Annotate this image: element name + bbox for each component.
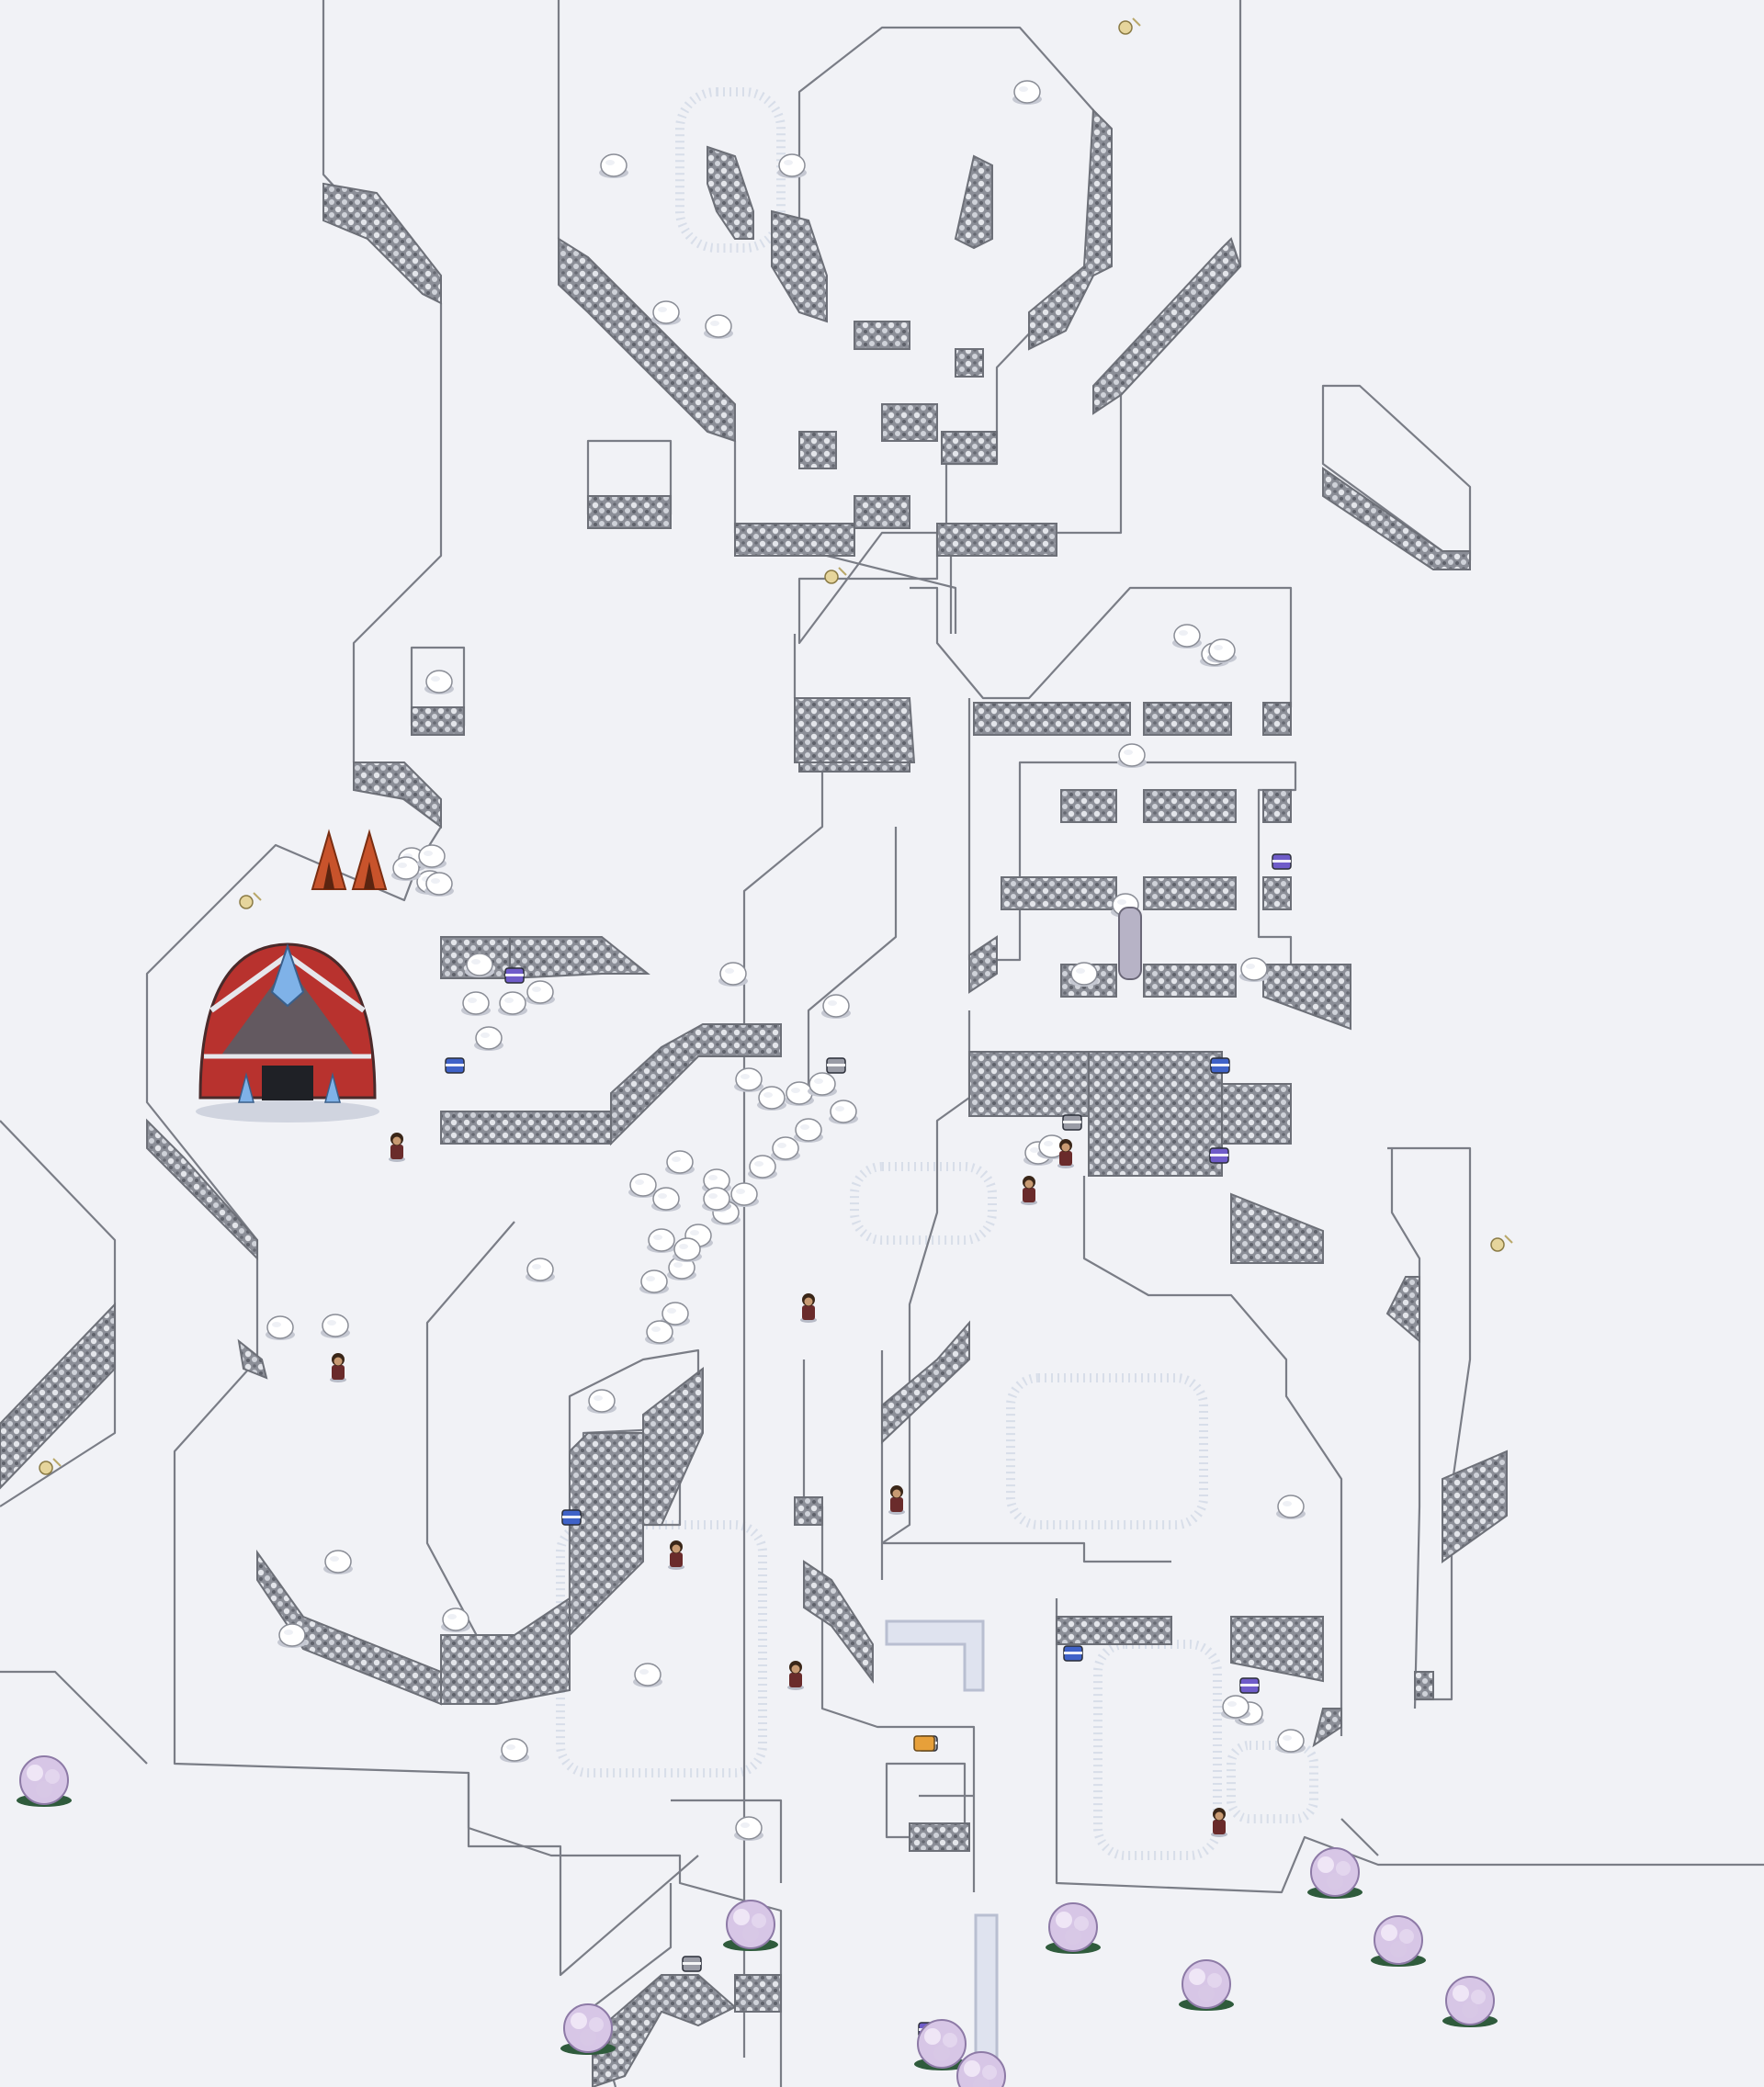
- snow-boulder-icon: [526, 980, 555, 1005]
- snow-boulder-icon: [498, 991, 527, 1016]
- skull-bones-icon: [824, 567, 847, 584]
- item-ball-icon[interactable]: [913, 1735, 935, 1752]
- snow-boulder-icon: [1239, 957, 1269, 982]
- skull-bones-icon: [1118, 17, 1141, 35]
- snow-boulder-icon: [587, 1389, 616, 1414]
- tent-icon: [311, 829, 347, 890]
- snow-boulder-icon: [461, 991, 491, 1016]
- snow-boulder-icon: [734, 1067, 763, 1092]
- snow-boulder-icon: [757, 1086, 786, 1111]
- snow-boulder-icon: [266, 1315, 295, 1340]
- item-ball-icon[interactable]: [1272, 853, 1292, 870]
- item-ball-icon[interactable]: [826, 1057, 846, 1074]
- snow-boulder-icon: [718, 962, 748, 987]
- trainer-sprite-icon[interactable]: [800, 1293, 817, 1323]
- snow-boulders: [266, 80, 1306, 1841]
- item-ball-icon[interactable]: [1209, 1147, 1229, 1164]
- frozen-tree-icon: [1179, 1959, 1234, 2011]
- trainer-sprite-icon[interactable]: [787, 1661, 804, 1690]
- snow-boulder-icon: [729, 1182, 759, 1207]
- trainer-sprite-icon[interactable]: [888, 1485, 905, 1515]
- item-ball-icon[interactable]: [1063, 1645, 1083, 1662]
- cliff-walls: [0, 107, 1508, 2087]
- trainer-sprite-icon[interactable]: [330, 1353, 346, 1382]
- snow-boulder-icon: [633, 1663, 662, 1687]
- snow-boulder-icon: [829, 1100, 858, 1124]
- trainer-sprite-icon[interactable]: [389, 1133, 405, 1162]
- snow-boulder-icon: [465, 953, 494, 977]
- snow-boulder-icon: [639, 1269, 669, 1294]
- skull-bones-icon: [239, 892, 262, 909]
- snow-boulder-icon: [323, 1550, 353, 1574]
- snow-boulder-icon: [734, 1816, 763, 1841]
- item-ball-icon[interactable]: [682, 1956, 702, 1972]
- frozen-ice-paths: [885, 1619, 999, 2087]
- snow-boulder-icon: [1276, 1495, 1306, 1519]
- frozen-tree-icon: [1371, 1915, 1426, 1967]
- snow-boulder-icon: [777, 153, 807, 178]
- snow-boulder-icon: [417, 844, 447, 869]
- trainer-sprite-icon[interactable]: [1211, 1808, 1227, 1837]
- snow-boulder-icon: [748, 1155, 777, 1179]
- snow-boulder-icon: [424, 670, 454, 694]
- snow-boulder-icon: [500, 1738, 529, 1763]
- snow-boulder-icon: [704, 314, 733, 339]
- rock-pillar-icon: [1118, 907, 1142, 980]
- snow-boulder-icon: [474, 1026, 503, 1051]
- snow-boulder-icon: [771, 1136, 800, 1161]
- frozen-tree-icon: [17, 1755, 72, 1807]
- snow-boulder-icon: [628, 1173, 658, 1198]
- frozen-tree-icon: [956, 2051, 1006, 2087]
- snow-boulder-icon: [647, 1228, 676, 1253]
- snow-boulder-icon: [645, 1320, 674, 1345]
- skull-bones-icon: [39, 1458, 62, 1475]
- item-ball-icon[interactable]: [1062, 1114, 1082, 1131]
- snow-boulder-icon: [821, 994, 851, 1019]
- item-ball-icon[interactable]: [445, 1057, 465, 1074]
- snow-boulder-icon: [1172, 624, 1202, 649]
- domed-base-icon[interactable]: [196, 942, 379, 1122]
- item-ball-icon[interactable]: [1239, 1677, 1260, 1694]
- snow-boulder-icon: [673, 1237, 702, 1262]
- frozen-tree-icon: [723, 1900, 778, 1951]
- frozen-tree-icon: [560, 2003, 616, 2055]
- snow-boulder-icon: [651, 1187, 681, 1212]
- snow-boulder-icon: [1012, 80, 1042, 105]
- trainer-sprite-icon[interactable]: [1057, 1139, 1074, 1168]
- item-ball-icon[interactable]: [504, 967, 525, 984]
- snow-boulder-icon: [1221, 1695, 1250, 1720]
- snow-boulder-icon: [424, 872, 454, 897]
- snow-boulder-icon: [599, 153, 628, 178]
- snow-boulder-icon: [808, 1072, 837, 1097]
- frozen-tree-icon: [1046, 1902, 1101, 1954]
- snow-boulder-icon: [665, 1150, 695, 1175]
- snow-boulder-icon: [1276, 1729, 1306, 1754]
- snow-boulder-icon: [441, 1608, 470, 1632]
- snow-boulder-icon: [1207, 638, 1237, 663]
- item-ball-icon[interactable]: [1210, 1057, 1230, 1074]
- item-ball-icon[interactable]: [561, 1509, 582, 1526]
- tent-icon: [351, 829, 388, 890]
- snow-boulder-icon: [651, 300, 681, 325]
- trainer-sprite-icon[interactable]: [668, 1540, 684, 1570]
- frozen-tree-icon: [1307, 1847, 1363, 1899]
- snow-boulder-icon: [321, 1314, 350, 1338]
- snow-boulder-icon: [526, 1258, 555, 1282]
- snow-boulder-icon: [667, 1256, 696, 1280]
- snow-boulder-icon: [785, 1081, 814, 1106]
- snow-boulder-icon: [277, 1623, 307, 1648]
- snow-boulder-icon: [1117, 743, 1147, 768]
- snow-boulder-icon: [1069, 962, 1099, 987]
- snow-boulder-icon: [391, 856, 421, 881]
- snow-boulder-icon: [702, 1187, 731, 1212]
- frozen-tree-icon: [1442, 1976, 1498, 2027]
- trainer-sprite-icon[interactable]: [1021, 1176, 1037, 1205]
- frozen-tree-icon: [914, 2019, 969, 2070]
- snow-boulder-icon: [794, 1118, 823, 1143]
- skull-bones-icon: [1490, 1235, 1513, 1252]
